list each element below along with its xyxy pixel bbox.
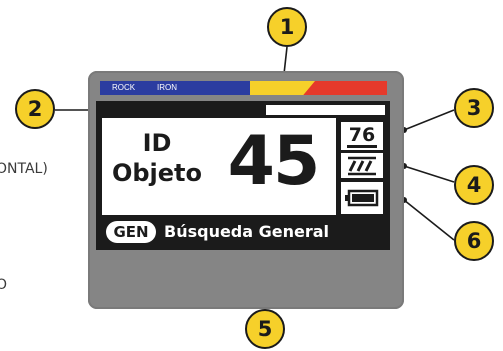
battery-icon [345,189,379,207]
battery-indicator [341,182,383,214]
discrimination-segment-yellow [250,81,315,95]
target-id-label: ID Objeto [102,128,212,188]
sensitivity-value: 76 [348,124,376,146]
callout-marker-6: 6 [454,221,494,261]
leader-line-3 [403,109,455,131]
discrimination-scale: ROCK IRON [100,81,387,95]
scale-label-iron: IRON [157,83,177,92]
sensitivity-indicator: 76 [341,122,383,150]
side-caption-fragment: O [0,277,8,293]
leader-line-6 [403,199,455,241]
scale-label-rock: ROCK [112,83,136,92]
signal-strength-meter [102,105,385,115]
callout-marker-5: 5 [245,309,285,349]
mode-name: Búsqueda General [164,222,330,241]
target-id-label-line2: Objeto [111,159,203,187]
callout-marker-2: 2 [15,89,55,129]
side-caption-fragment: ONTAL) [0,161,48,177]
leader-line-4 [403,165,455,183]
sensitivity-underline [347,145,377,148]
callout-marker-4: 4 [454,165,494,205]
target-id-panel [102,118,336,215]
target-id-value: 45 [227,122,321,201]
target-id-label-line1: ID [142,129,172,157]
signal-strength-fill [102,105,267,115]
ground-balance-icon [348,156,376,176]
mode-badge: GEN [106,221,156,243]
discrimination-segment-blue [100,81,250,95]
callout-marker-1: 1 [267,7,307,47]
callout-marker-3: 3 [454,88,494,128]
ground-balance-indicator [341,153,383,178]
